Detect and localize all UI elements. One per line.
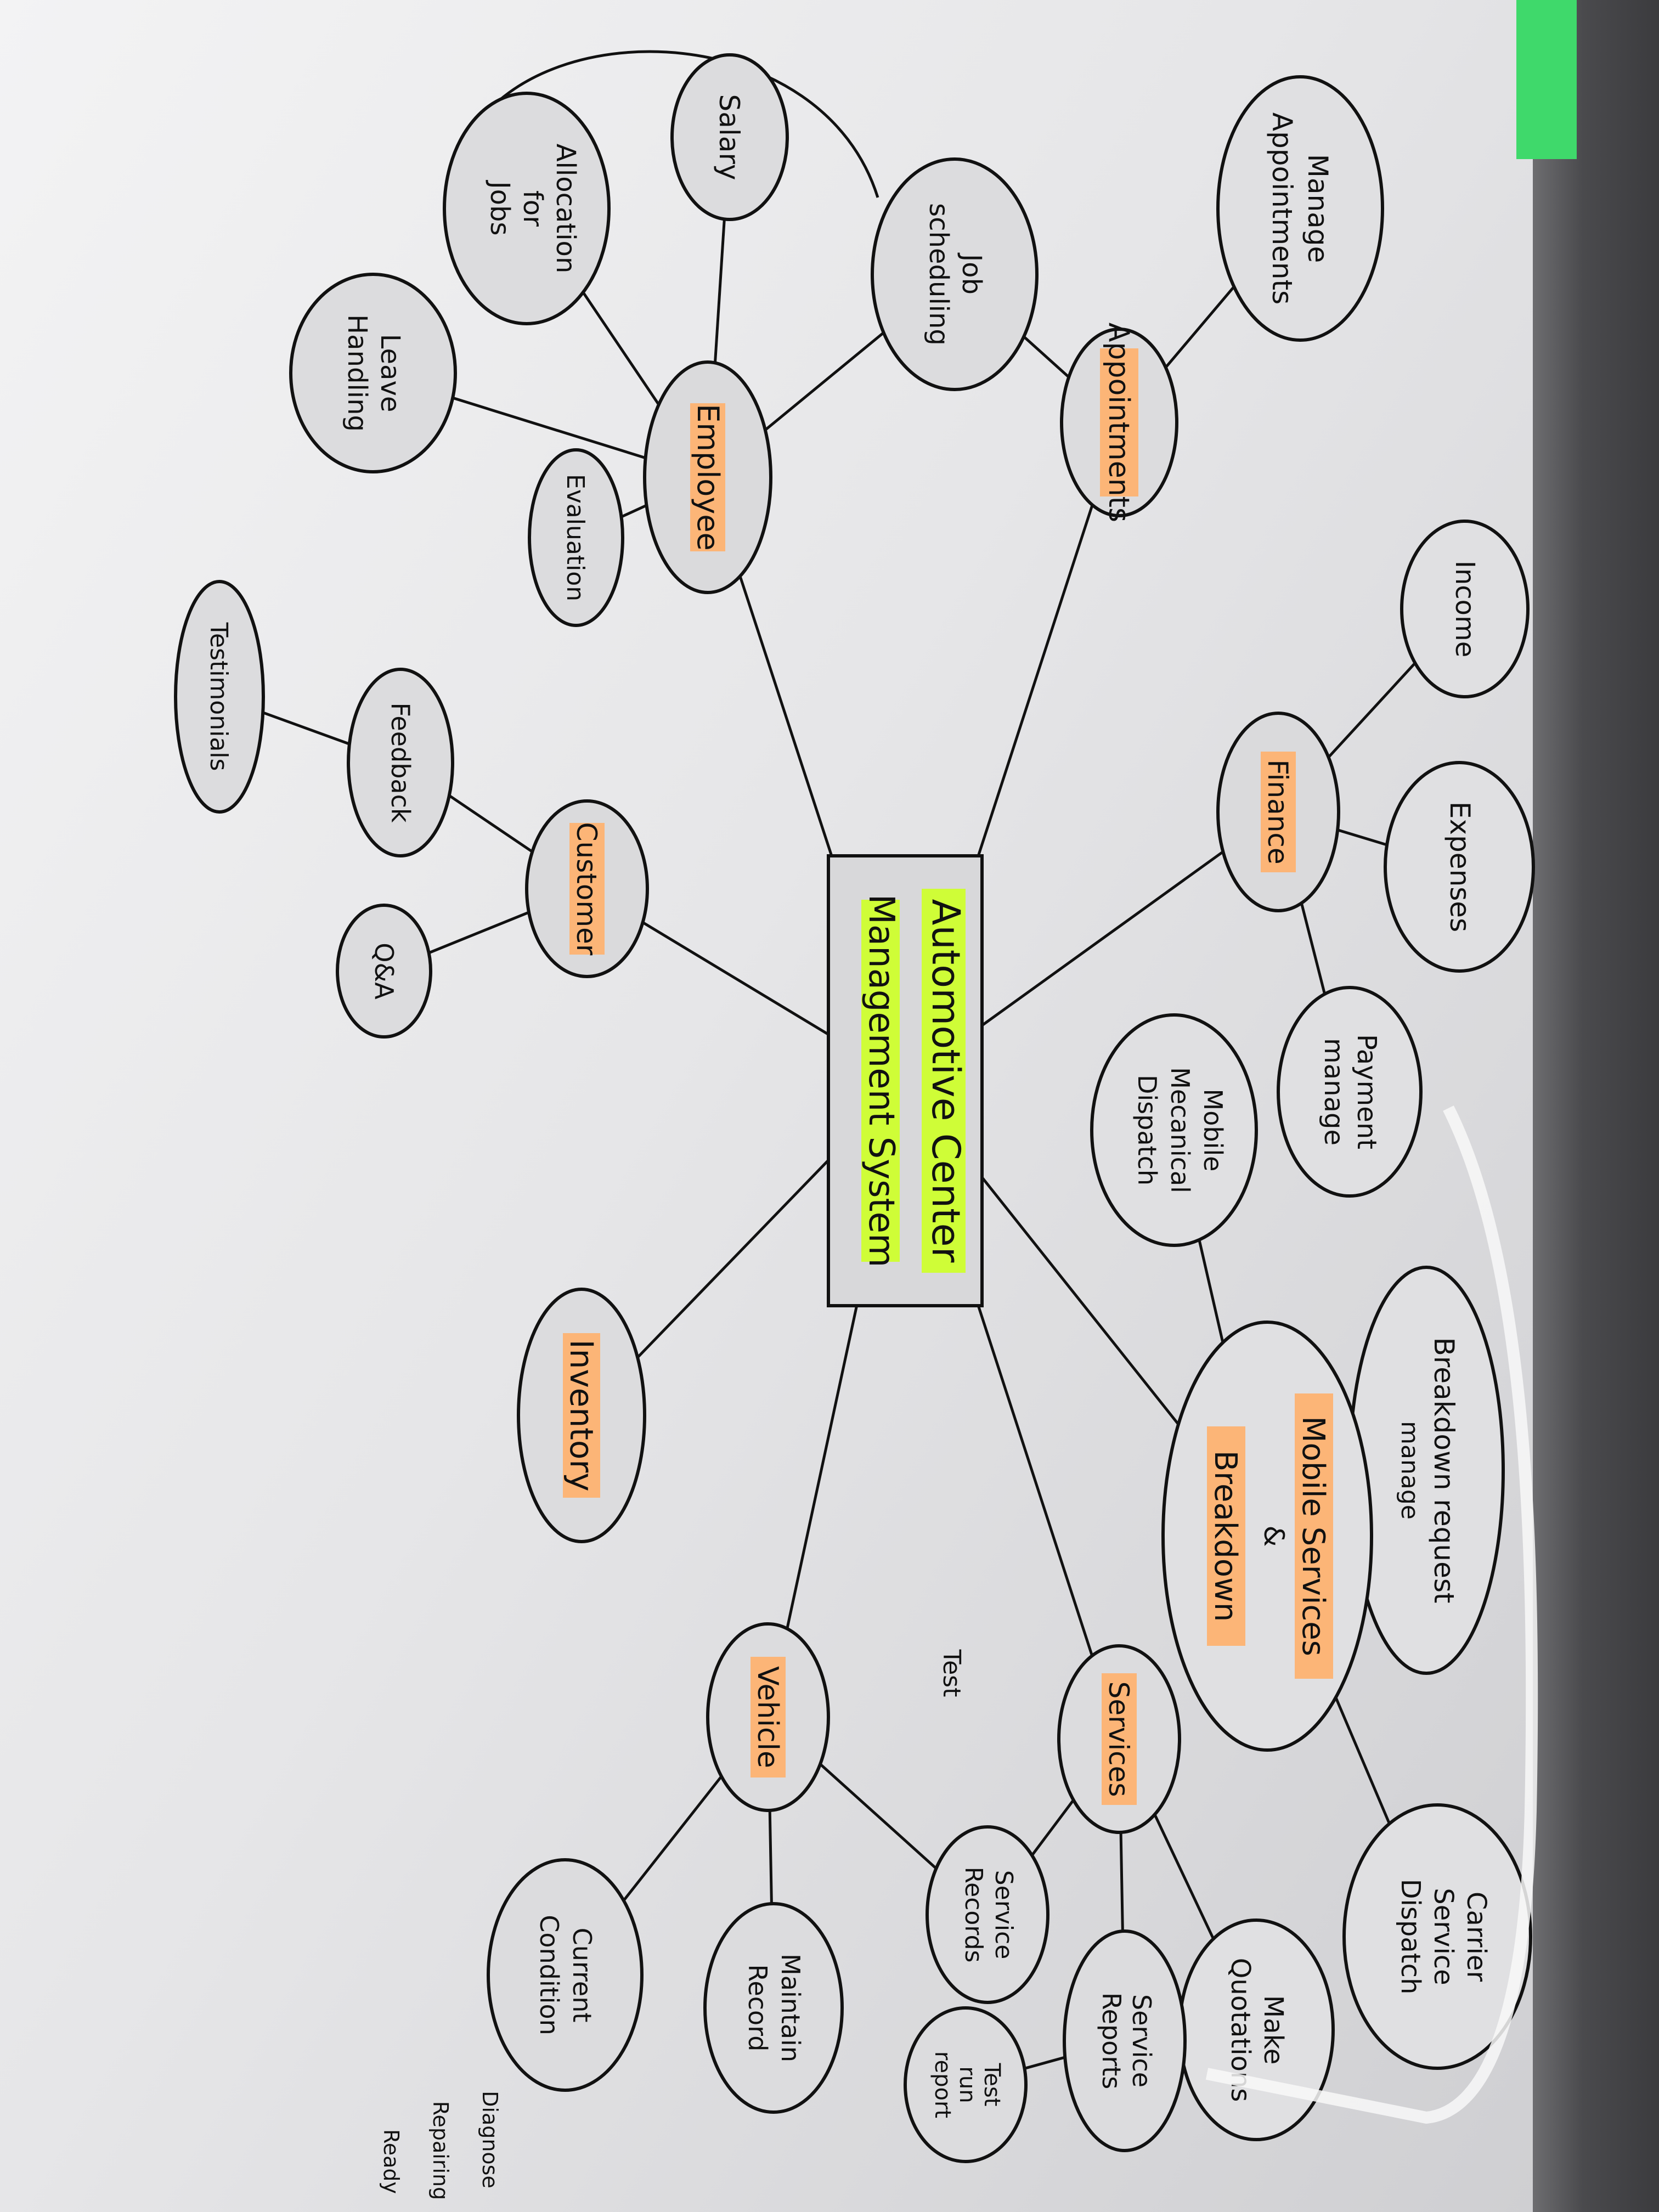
svg-text:Breakdown: Breakdown — [1207, 1451, 1243, 1622]
svg-text:Reports: Reports — [1097, 1993, 1126, 2089]
svg-text:Record: Record — [743, 1965, 772, 2052]
carrier-node: Carrier Service Dispatch — [1342, 1803, 1532, 2070]
whiteout-loop — [1205, 1105, 1538, 2124]
svg-text:Test: Test — [979, 2063, 1005, 2107]
vehicle-node: Vehicle — [706, 1622, 830, 1812]
svg-text:Diagnose: Diagnose — [478, 2091, 502, 2188]
svg-text:run: run — [955, 2066, 980, 2103]
svg-text:Appointments: Appointments — [1102, 323, 1135, 522]
svg-text:Repairing: Repairing — [428, 2101, 453, 2200]
svg-text:Job: Job — [956, 252, 987, 295]
svg-text:Dispatch: Dispatch — [1132, 1075, 1162, 1186]
svg-text:Testimonials: Testimonials — [205, 622, 233, 771]
svg-text:Q&A: Q&A — [369, 943, 399, 1000]
svg-text:&: & — [1258, 1526, 1290, 1547]
svg-text:Ready: Ready — [379, 2129, 403, 2194]
svg-text:Breakdown request: Breakdown request — [1428, 1338, 1460, 1604]
income-node: Income — [1400, 520, 1530, 698]
svg-text:Mobile Services: Mobile Services — [1295, 1416, 1331, 1656]
svg-text:report: report — [930, 2051, 955, 2118]
manage-appointments-node: Manage Appointments — [1216, 75, 1384, 342]
svg-text:for: for — [517, 190, 548, 227]
customer-node: Customer — [525, 799, 649, 978]
svg-text:Mobile: Mobile — [1198, 1089, 1228, 1172]
svg-text:Vehicle: Vehicle — [751, 1666, 784, 1768]
breakdown-request-node: Breakdown request manage — [1348, 1266, 1505, 1675]
svg-text:manage: manage — [1396, 1421, 1424, 1520]
svg-text:Service: Service — [990, 1870, 1018, 1960]
svg-text:Condition: Condition — [534, 1915, 564, 2035]
current-condition-node: Current Condition — [487, 1858, 644, 2092]
svg-text:Customer: Customer — [571, 822, 602, 956]
svg-text:Mecanical: Mecanical — [1165, 1067, 1195, 1193]
inventory-node: Inventory — [517, 1288, 646, 1543]
leave-handling-node: Leave Handling — [289, 273, 457, 473]
svg-text:Income: Income — [1449, 561, 1480, 658]
svg-text:Payment: Payment — [1351, 1034, 1382, 1149]
test-note: Test — [938, 1649, 966, 1697]
salary-node: Salary — [670, 53, 789, 221]
svg-text:Salary: Salary — [713, 94, 745, 180]
allocation-node: Allocation for Jobs — [443, 92, 611, 325]
test-run-report-node: Test run report — [904, 2006, 1028, 2163]
employee-node: Employee — [643, 360, 772, 594]
svg-text:Inventory: Inventory — [563, 1339, 600, 1491]
expenses-node: Expenses — [1384, 761, 1535, 973]
repairing-step: Repairing — [428, 2101, 453, 2200]
svg-text:Allocation: Allocation — [550, 144, 581, 274]
svg-text:Services: Services — [1103, 1681, 1135, 1797]
svg-text:Finance: Finance — [1262, 759, 1294, 864]
evaluation-node: Evaluation — [528, 448, 624, 627]
svg-text:Expenses: Expenses — [1444, 802, 1476, 932]
appointment-node: Appointments — [1060, 323, 1178, 522]
svg-text:Dispatch: Dispatch — [1395, 1879, 1426, 1995]
qa-node: Q&A — [336, 904, 432, 1039]
svg-text:Manage: Manage — [1302, 154, 1334, 263]
laptop-edge — [1533, 0, 1659, 2212]
svg-text:Jobs: Jobs — [484, 180, 515, 236]
finance-node: Finance — [1216, 712, 1340, 912]
feedback-node: Feedback — [347, 668, 454, 857]
sticky-note — [1516, 0, 1577, 159]
svg-text:Make: Make — [1258, 1995, 1289, 2064]
svg-text:manage: manage — [1318, 1038, 1349, 1146]
svg-text:scheduling: scheduling — [923, 203, 954, 346]
svg-text:Evaluation: Evaluation — [561, 474, 589, 601]
mobile-dispatch-node: Mobile Mecanical Dispatch — [1090, 1013, 1258, 1247]
job-scheduling-node: Job scheduling — [871, 157, 1039, 391]
center-node: Automotive Center Management System — [827, 854, 984, 1307]
svg-text:Leave: Leave — [375, 334, 405, 413]
svg-text:Maintain: Maintain — [776, 1954, 805, 2062]
svg-text:Current: Current — [567, 1928, 597, 2023]
make-quotations-node: Make Quotations — [1178, 1918, 1335, 2141]
service-records-node: Service Records — [926, 1825, 1049, 2004]
service-reports-node: Service Reports — [1063, 1929, 1187, 2152]
maintain-record-node: Maintain Record — [703, 1902, 844, 2114]
ready-step: Ready — [379, 2129, 403, 2194]
payment-node: Payment manage — [1277, 986, 1423, 1198]
svg-text:Handling: Handling — [342, 314, 373, 432]
services-node: Services — [1057, 1644, 1181, 1834]
svg-text:Service: Service — [1127, 1994, 1156, 2087]
svg-text:Feedback: Feedback — [386, 702, 415, 822]
svg-text:Service: Service — [1428, 1888, 1459, 1985]
center-title-line2: Management System — [861, 894, 901, 1268]
mobile-services-node: Mobile Services & Breakdown — [1161, 1321, 1373, 1752]
svg-text:Employee: Employee — [691, 404, 725, 550]
testimonials-node: Testimonials — [174, 580, 265, 814]
svg-text:Carrier: Carrier — [1461, 1892, 1492, 1982]
svg-text:Records: Records — [960, 1867, 988, 1963]
svg-text:Appointments: Appointments — [1266, 112, 1298, 304]
connector-arc — [470, 50, 879, 198]
diagnose-step: Diagnose — [478, 2091, 502, 2188]
center-title-line1: Automotive Center — [923, 899, 968, 1263]
